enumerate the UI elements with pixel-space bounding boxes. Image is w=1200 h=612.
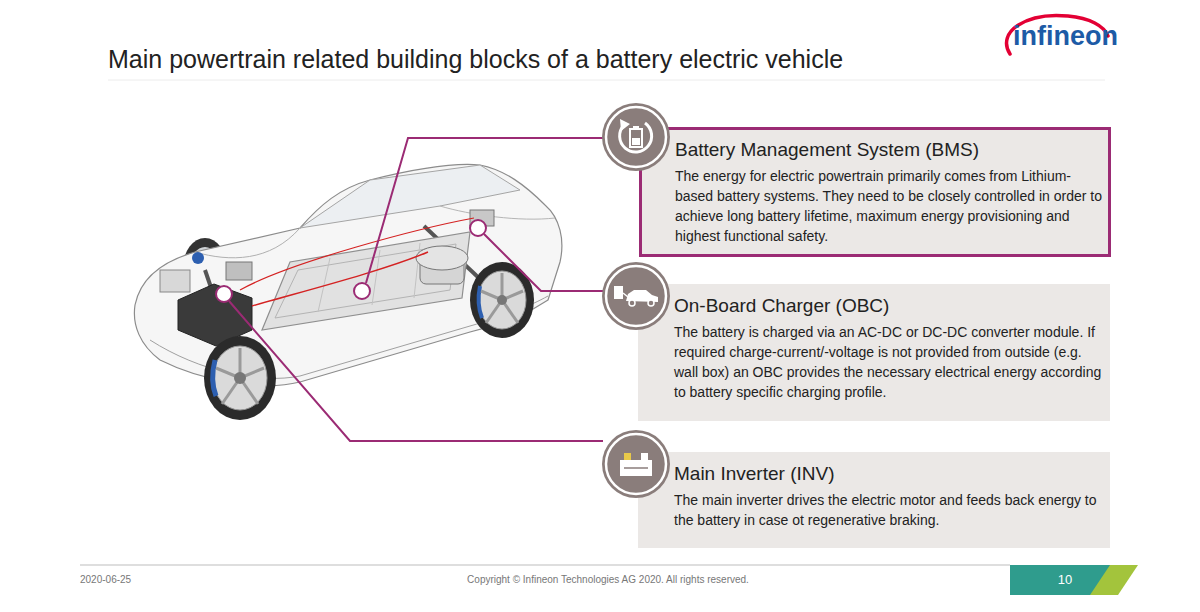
info-box: On-Board Charger (OBC) The battery is cha… [638, 284, 1110, 421]
copyright-note: Copyright © Infineon Technologies AG 202… [358, 574, 858, 585]
box-heading: On-Board Charger (OBC) [674, 294, 1104, 318]
box-description: The main inverter drives the electric mo… [674, 490, 1104, 530]
page-badge-accent [1090, 565, 1138, 595]
box-heading: Main Inverter (INV) [674, 462, 1104, 486]
box-heading: Battery Management System (BMS) [675, 138, 1102, 162]
company-logo: infineon [1013, 21, 1118, 52]
box-description: The energy for electric powertrain prima… [675, 166, 1102, 246]
car-illustration [134, 164, 561, 420]
slide-date: 2020-06-25 [80, 574, 131, 585]
box-description: The battery is charged via an AC-DC or D… [674, 322, 1104, 402]
leader-line [229, 138, 603, 441]
leader-dot [216, 220, 486, 302]
bms-icon [602, 103, 670, 171]
obc-icon [602, 262, 670, 330]
inverter-icon [602, 430, 670, 498]
info-box: Main Inverter (INV) The main inverter dri… [638, 452, 1110, 548]
title-rule [108, 80, 1105, 81]
page-number: 10 [1035, 572, 1095, 587]
footer-rule [80, 565, 1010, 566]
info-box: Battery Management System (BMS) The energ… [639, 127, 1111, 257]
slide-title: Main powertrain related building blocks … [108, 45, 843, 74]
